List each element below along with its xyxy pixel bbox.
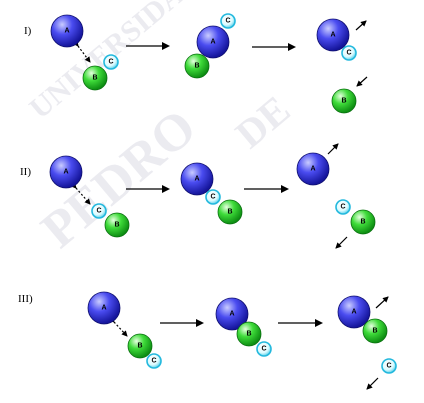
r2-s3-atom-c-label: C <box>340 204 345 211</box>
r1-s3-motion-arrow-a <box>355 20 367 31</box>
r3-s2-atom-b-label: B <box>246 331 251 338</box>
r2-s3-atom-c: C <box>335 199 351 215</box>
r3-s1-atom-a-label: A <box>101 305 106 312</box>
r2-s1-atom-b-label: B <box>114 222 119 229</box>
r3-s1-atom-c-sphere <box>146 353 162 369</box>
r1-s3-atom-c-sphere <box>341 45 357 61</box>
r2-s3-atom-b-sphere <box>350 209 376 235</box>
r1-s1-atom-c-label: C <box>108 59 113 66</box>
row-label-2: II) <box>20 166 31 178</box>
r2-s2-atom-b-label: B <box>227 209 232 216</box>
r3-s3-atom-c: C <box>381 358 397 374</box>
r2-s1-atom-a: A <box>49 155 83 189</box>
r3-s3-atom-c-label: C <box>386 363 391 370</box>
r3-s3-atom-b: B <box>362 318 388 344</box>
r1-s2-atom-b: B <box>184 53 210 79</box>
r1-s1-atom-c-sphere <box>103 54 119 70</box>
r2-s2-atom-b-sphere <box>217 199 243 225</box>
r2-s1-atom-b: B <box>104 212 130 238</box>
r3-s1-approach-arrow <box>108 316 128 337</box>
r3-s1-atom-a: A <box>87 291 121 325</box>
r2-s1-atom-c-sphere <box>91 203 107 219</box>
r2-s2-atom-c-sphere <box>205 189 221 205</box>
r2-s2-atom-c-label: C <box>210 194 215 201</box>
r1-s3-atom-a-label: A <box>330 32 335 39</box>
r3-s2-atom-a-label: A <box>229 311 234 318</box>
r2-s1-atom-c: C <box>91 203 107 219</box>
r3-s2-atom-b: B <box>236 321 262 347</box>
r2-s1-approach-arrow <box>70 182 91 205</box>
r1-s2-atom-a: A <box>196 25 230 59</box>
r3-s1-atom-b: B <box>127 333 153 359</box>
r1-s2-atom-a-sphere <box>196 25 230 59</box>
r2-s2-atom-a: A <box>180 162 214 196</box>
r3-s2-atom-c: C <box>256 341 272 357</box>
r2-s3-atom-a-label: A <box>310 166 315 173</box>
r3-s1-atom-c-label: C <box>151 358 156 365</box>
r3-s3-atom-b-sphere <box>362 318 388 344</box>
r1-s3-atom-c: C <box>341 45 357 61</box>
r1-s3-atom-a-sphere <box>316 18 350 52</box>
r2-s1-atom-b-sphere <box>104 212 130 238</box>
r1-s2-atom-b-label: B <box>194 63 199 70</box>
r1-s2-atom-c: C <box>220 13 236 29</box>
r1-s3-atom-b-sphere <box>331 88 357 114</box>
r1-s3-atom-b-label: B <box>341 98 346 105</box>
r3-s1-atom-b-label: B <box>137 343 142 350</box>
r2-s3-atom-a-sphere <box>296 152 330 186</box>
r1-s1-atom-b-sphere <box>82 65 108 91</box>
r3-s3-atom-a-sphere <box>337 295 371 329</box>
r2-s2-atom-a-sphere <box>180 162 214 196</box>
r1-s3-atom-a: A <box>316 18 350 52</box>
r2-s3-atom-b-label: B <box>360 219 365 226</box>
r3-s3-atom-b-label: B <box>372 328 377 335</box>
r1-s1-atom-b: B <box>82 65 108 91</box>
row-label-3: III) <box>18 293 33 305</box>
watermark-line-3: DE <box>227 87 299 157</box>
r1-s2-atom-b-sphere <box>184 53 210 79</box>
r1-s1-atom-a-sphere <box>50 14 84 48</box>
r2-s3-atom-b: B <box>350 209 376 235</box>
r3-s3-atom-a: A <box>337 295 371 329</box>
r2-s1-atom-a-label: A <box>63 169 68 176</box>
r3-s2-atom-b-sphere <box>236 321 262 347</box>
r2-s1-atom-c-label: C <box>96 208 101 215</box>
r2-s3-motion-arrow-b <box>335 236 348 249</box>
r1-s1-atom-a: A <box>50 14 84 48</box>
r2-s2-atom-a-label: A <box>194 176 199 183</box>
r3-s1-atom-b-sphere <box>127 333 153 359</box>
atoms-layer: A C B C A B A C B A C B A C B A C B A B C A B C A B C <box>49 13 397 374</box>
row-label-1: I) <box>24 25 32 37</box>
r3-s3-motion-arrow-a <box>375 296 389 309</box>
r3-s3-atom-a-label: A <box>351 309 356 316</box>
r2-s3-atom-a: A <box>296 152 330 186</box>
r1-s1-atom-c: C <box>103 54 119 70</box>
r1-s3-motion-arrow-b <box>356 76 368 87</box>
r2-s2-atom-c: C <box>205 189 221 205</box>
r1-s3-atom-b: B <box>331 88 357 114</box>
r3-s3-atom-c-sphere <box>381 358 397 374</box>
r1-s1-approach-arrow <box>72 40 91 63</box>
r1-s2-atom-c-label: C <box>225 18 230 25</box>
r3-s2-atom-a: A <box>215 297 249 331</box>
r2-s3-motion-arrow-a <box>327 143 339 155</box>
r1-s1-atom-a-label: A <box>64 28 69 35</box>
r3-s1-atom-a-sphere <box>87 291 121 325</box>
r2-s1-atom-a-sphere <box>49 155 83 189</box>
r3-s1-atom-c: C <box>146 353 162 369</box>
r1-s2-atom-a-label: A <box>210 39 215 46</box>
r1-s3-atom-c-label: C <box>346 50 351 57</box>
r3-s2-atom-a-sphere <box>215 297 249 331</box>
r2-s3-atom-c-sphere <box>335 199 351 215</box>
r1-s1-atom-b-label: B <box>92 75 97 82</box>
r3-s2-atom-c-label: C <box>261 346 266 353</box>
r1-s2-atom-c-sphere <box>220 13 236 29</box>
r2-s2-atom-b: B <box>217 199 243 225</box>
arrows-layer <box>70 20 389 390</box>
r3-s2-atom-c-sphere <box>256 341 272 357</box>
r3-s3-motion-arrow-c <box>366 377 379 390</box>
